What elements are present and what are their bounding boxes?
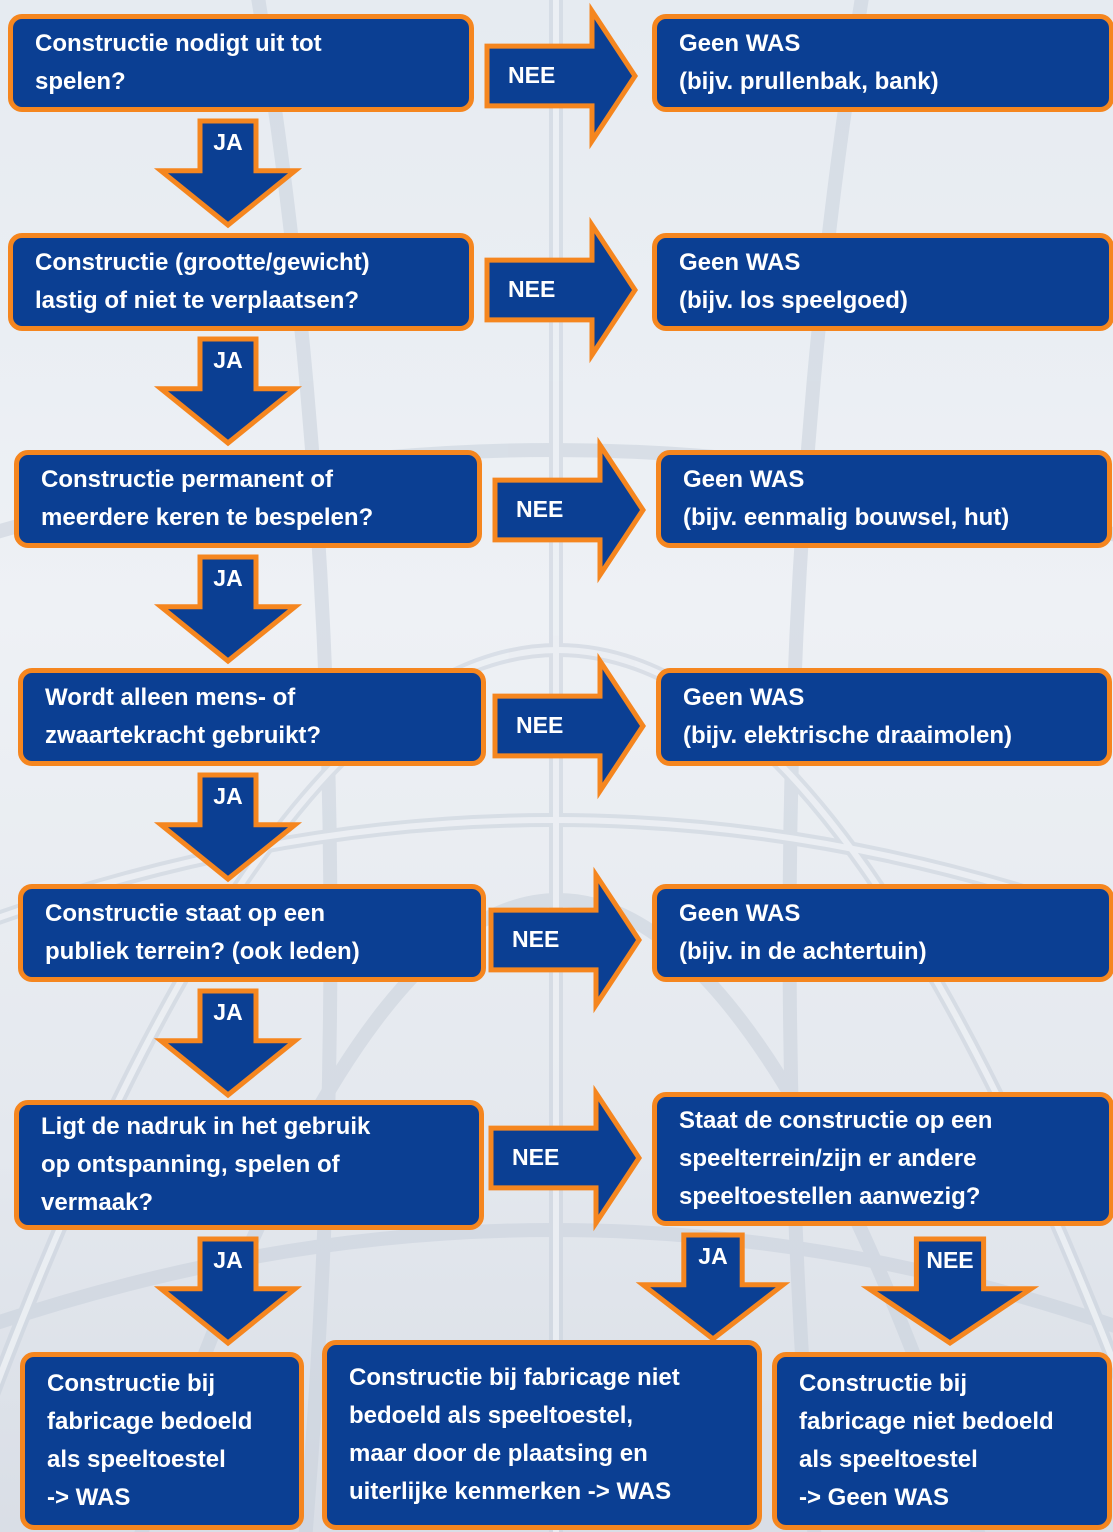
final-outcome-1-box-line: -> WAS [47,1484,131,1511]
question-1-yes-arrow-shape [153,118,303,229]
question-5-box-line: Constructie staat op een [45,900,326,927]
question-6-yes-arrow [153,1236,303,1347]
question-2-box-line: lastig of niet te verplaatsen? [35,287,360,314]
question-3-box: Constructie permanent of meerdere keren t… [14,450,482,548]
question-1-box: Constructie nodigt uit tot spelen? [8,14,474,112]
question-4-yes-arrow [153,772,303,883]
final-outcome-1-box-line: Constructie bij [47,1370,216,1397]
question-6-box: Ligt de nadruk in het gebruik op ontspann… [14,1100,484,1230]
question-5-outcome-box-line: Geen WAS [679,900,801,927]
question-2-no-label: NEE [508,276,556,302]
question-2-no-arrow [484,216,638,364]
question-3-yes-arrow [153,554,303,665]
question-5-box-line: publiek terrein? (ook leden) [45,938,360,965]
question-4-outcome-box: Geen WAS (bijv. elektrische draaimolen) [656,668,1112,766]
question-3-yes-arrow-shape [153,554,303,665]
question-2-yes-label: JA [213,346,243,373]
question-6-no-arrow-shape [488,1084,642,1232]
final-outcome-3-box-line: fabricage niet bedoeld [799,1408,1054,1435]
question-6-no-label: NEE [512,1144,560,1170]
final-outcome-3-box-line: -> Geen WAS [799,1484,950,1511]
question-4-no-arrow [492,652,646,800]
question-6-box-line: Ligt de nadruk in het gebruik [41,1113,371,1140]
final-outcome-3-box: Constructie bij fabricage niet bedoeld als… [772,1352,1112,1530]
question-3-yes-label: JA [213,564,243,591]
question-6-box-line: vermaak? [41,1189,154,1216]
question-1-outcome-box-line: (bijv. prullenbak, bank) [679,68,939,95]
question-1-outcome-box: Geen WAS (bijv. prullenbak, bank) [652,14,1113,112]
question-6-outcome-box-line: speelterrein/zijn er andere [679,1145,977,1172]
final-outcome-3-box-line: Constructie bij [799,1370,968,1397]
question-4-no-label: NEE [516,712,564,738]
question-2-outcome-box-line: Geen WAS [679,249,801,276]
question-3-outcome-box: Geen WAS (bijv. eenmalig bouwsel, hut) [656,450,1112,548]
question-5-yes-arrow-shape [153,988,303,1099]
question-1-box-line: spelen? [35,68,126,95]
question-2-yes-arrow-shape [153,336,303,447]
question-1-box-line: Constructie nodigt uit tot [35,30,322,57]
question-5-no-arrow [488,866,642,1014]
final-outcome-1-box-line: als speeltoestel [47,1446,226,1473]
final-outcome-2-box-line: uiterlijke kenmerken -> WAS [349,1478,672,1505]
question-4-box: Wordt alleen mens- of zwaartekracht gebru… [18,668,486,766]
question-4-yes-label: JA [213,782,243,809]
question-1-outcome-box-line: Geen WAS [679,30,801,57]
question-6-yes-arrow-shape [153,1236,303,1347]
question-1-yes-arrow [153,118,303,229]
sub-branch-no-arrow-shape [860,1236,1040,1347]
question-3-box-line: meerdere keren te bespelen? [41,504,374,531]
final-outcome-2-box: Constructie bij fabricage niet bedoeld al… [322,1340,762,1530]
question-2-box: Constructie (grootte/gewicht) lastig of n… [8,233,474,331]
question-4-outcome-box-line: (bijv. elektrische draaimolen) [683,722,1013,749]
question-6-outcome-box-line: Staat de constructie op een [679,1107,993,1134]
sub-branch-no-arrow [860,1236,1040,1347]
question-3-no-arrow [492,436,646,584]
question-3-outcome-box-line: (bijv. eenmalig bouwsel, hut) [683,504,1010,531]
question-1-no-arrow-shape [484,2,638,150]
question-5-no-label: NEE [512,926,560,952]
question-5-no-arrow-shape [488,866,642,1014]
question-3-box-line: Constructie permanent of [41,466,334,493]
question-5-yes-label: JA [213,998,243,1025]
sub-branch-yes-arrow [635,1232,791,1343]
final-outcome-2-box-line: bedoeld als speeltoestel, [349,1402,634,1429]
question-6-no-arrow [488,1084,642,1232]
question-5-box: Constructie staat op een publiek terrein?… [18,884,486,982]
question-2-outcome-box-line: (bijv. los speelgoed) [679,287,908,314]
question-6-outcome-box-line: speeltoestellen aanwezig? [679,1183,981,1210]
question-2-box-line: Constructie (grootte/gewicht) [35,249,370,276]
final-outcome-2-box-line: Constructie bij fabricage niet [349,1364,680,1391]
final-outcome-2-box-line: maar door de plaatsing en [349,1440,648,1467]
question-4-yes-arrow-shape [153,772,303,883]
question-5-outcome-box: Geen WAS (bijv. in de achtertuin) [652,884,1113,982]
question-2-outcome-box: Geen WAS (bijv. los speelgoed) [652,233,1113,331]
question-4-box-line: zwaartekracht gebruikt? [45,722,322,749]
question-1-no-arrow [484,2,638,150]
question-5-yes-arrow [153,988,303,1099]
sub-branch-yes-arrow-shape [635,1232,791,1343]
question-3-outcome-box-line: Geen WAS [683,466,805,493]
question-6-box-line: op ontspanning, spelen of [41,1151,340,1178]
question-1-yes-label: JA [213,128,243,155]
question-5-outcome-box-line: (bijv. in de achtertuin) [679,938,927,965]
question-1-no-label: NEE [508,62,556,88]
final-outcome-1-box: Constructie bij fabricage bedoeld als spee… [20,1352,304,1530]
question-4-box-line: Wordt alleen mens- of [45,684,296,711]
question-4-no-arrow-shape [492,652,646,800]
sub-branch-no-label: NEE [926,1246,974,1273]
final-outcome-3-box-line: als speeltoestel [799,1446,978,1473]
sub-branch-yes-label: JA [698,1242,728,1269]
question-2-yes-arrow [153,336,303,447]
question-6-outcome-box: Staat de constructie op een speelterrein/… [652,1092,1113,1226]
question-2-no-arrow-shape [484,216,638,364]
question-4-outcome-box-line: Geen WAS [683,684,805,711]
final-outcome-1-box-line: fabricage bedoeld [47,1408,253,1435]
question-6-yes-label: JA [213,1246,243,1273]
question-3-no-arrow-shape [492,436,646,584]
question-3-no-label: NEE [516,496,564,522]
